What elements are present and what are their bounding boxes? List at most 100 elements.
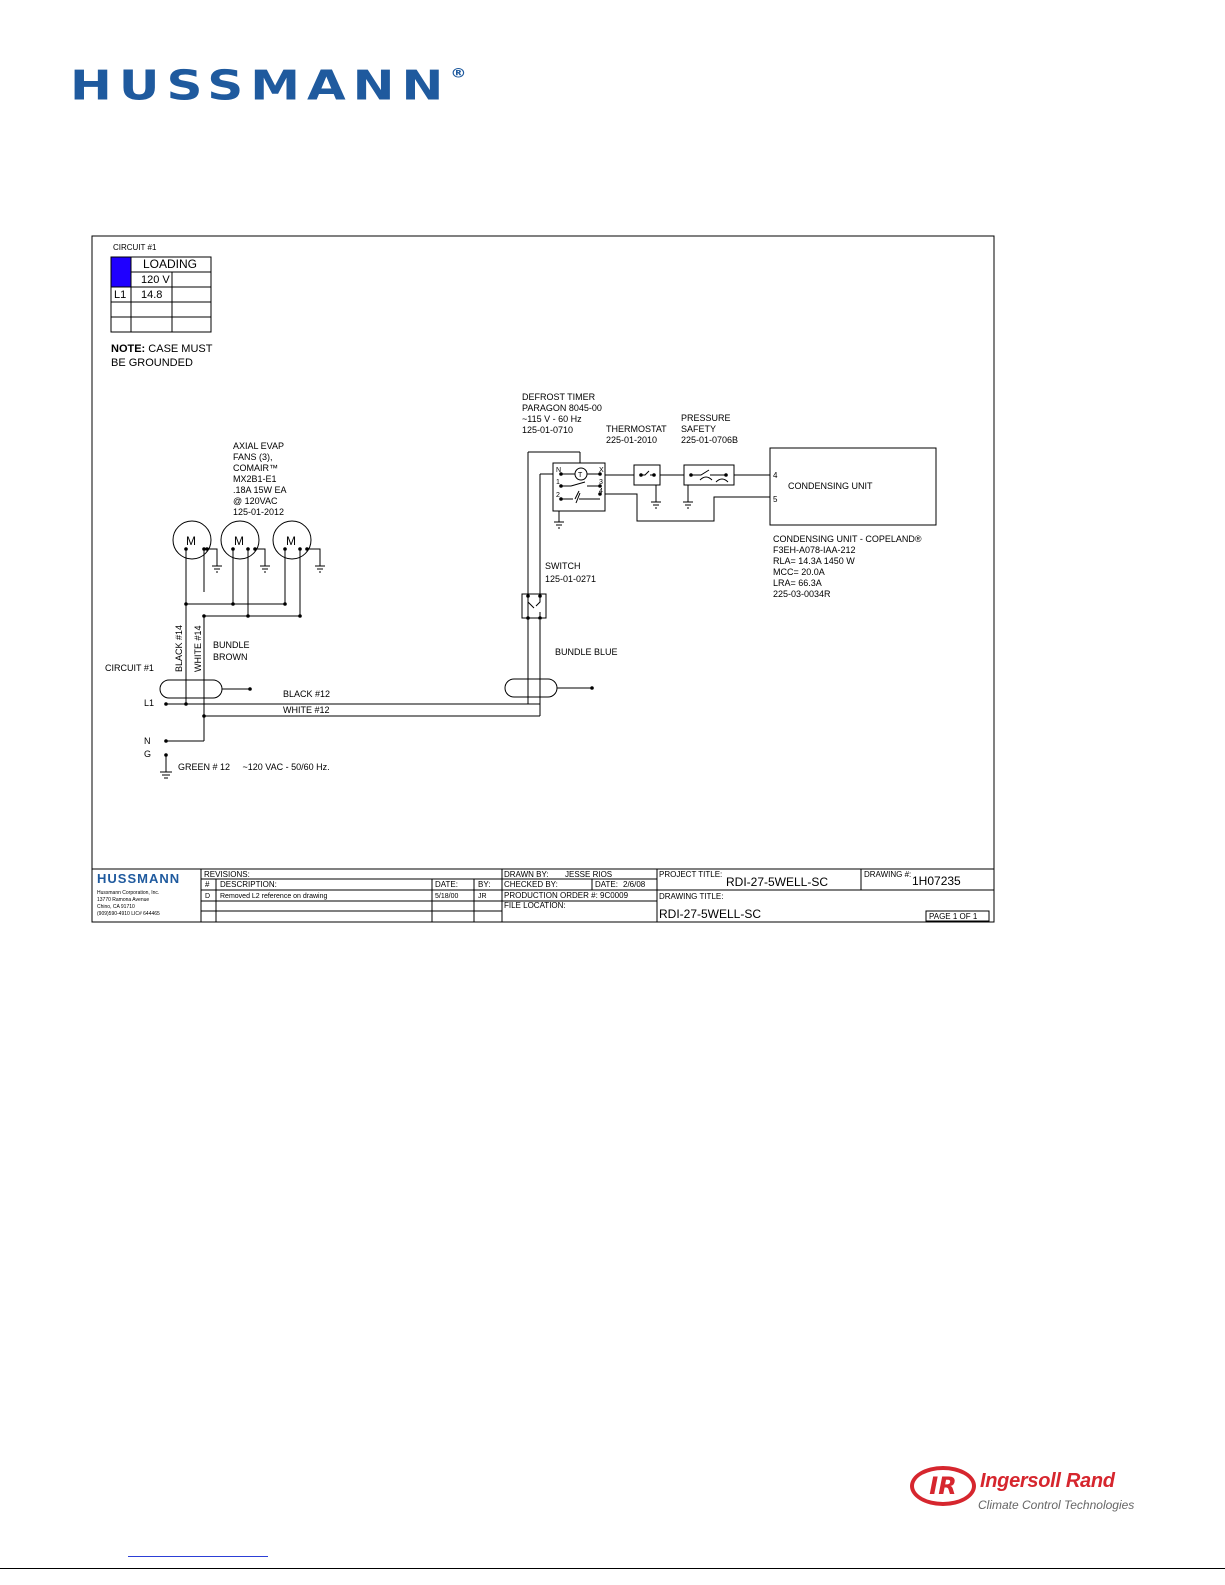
timer-label-2: PARAGON 8045-00 [522, 403, 602, 413]
fan-motor-1 [172, 520, 212, 560]
tb-drawing-no-label: DRAWING #: [864, 870, 911, 879]
thermostat-label-2: 225-01-2010 [606, 435, 657, 445]
wire-black14: BLACK #14 [174, 625, 184, 672]
condensing-spec-5: LRA= 66.3A [773, 578, 822, 588]
loading-row-value: 14.8 [141, 289, 162, 301]
tb-address-3: Chino, CA 91710 [97, 904, 135, 910]
condensing-terminal-5: 5 [773, 495, 778, 504]
hussmann-logo: HUSSMANN® [70, 62, 466, 110]
timer-terminal-x: X [599, 467, 604, 474]
tb-drawing-title: RDI-27-5WELL-SC [659, 907, 761, 921]
tb-project-title-label: PROJECT TITLE: [659, 870, 722, 879]
timer-label-4: 125-01-0710 [522, 425, 573, 435]
condensing-spec-3: RLA= 14.3A 1450 W [773, 556, 855, 566]
note-text: CASE MUST [145, 343, 213, 355]
fan-motor-3 [272, 520, 312, 560]
fans-label-3: COMAIR™ [233, 463, 278, 473]
ingersoll-rand-logo: IR Ingersoll Rand Climate Control Techno… [910, 1460, 1150, 1530]
fan-motor-2-symbol: M [234, 534, 244, 548]
wire-white14: WHITE #14 [193, 625, 203, 672]
wire-green: GREEN # 12 ~120 VAC - 50/60 Hz. [178, 762, 330, 772]
circuit-caption: CIRCUIT #1 [113, 243, 157, 252]
bundle-blue: BUNDLE BLUE [555, 647, 618, 657]
tb-address-2: 13770 Ramona Avenue [97, 897, 149, 903]
registered-mark: ® [450, 65, 467, 81]
note-prefix: NOTE: [111, 343, 145, 355]
ir-company-name: Ingersoll Rand [980, 1470, 1115, 1492]
tb-date-value: 2/6/08 [623, 880, 646, 889]
loading-header: LOADING [143, 257, 197, 271]
note-line-1: NOTE: CASE MUST [111, 343, 213, 355]
tb-col-date: DATE: [435, 880, 458, 889]
g-label: G [144, 749, 151, 759]
hussmann-logo-text: HUSSMANN [70, 62, 451, 110]
timer-label-1: DEFROST TIMER [522, 392, 596, 402]
condensing-unit-label: CONDENSING UNIT [788, 481, 873, 491]
wire-white12: WHITE #12 [283, 705, 330, 715]
note-line-2: BE GROUNDED [111, 357, 193, 369]
loading-voltage: 120 V [141, 274, 170, 286]
condensing-spec-1: CONDENSING UNIT - COPELAND® [773, 534, 922, 544]
timer-terminal-4: 4 [599, 488, 603, 495]
tb-project-title: RDI-27-5WELL-SC [726, 875, 828, 889]
defrost-timer-box [552, 462, 606, 512]
pressure-label-3: 225-01-0706B [681, 435, 738, 445]
tb-rev-num: D [205, 893, 210, 900]
pressure-label-2: SAFETY [681, 424, 716, 434]
tb-revisions: REVISIONS: [204, 870, 250, 879]
condensing-spec-4: MCC= 20.0A [773, 567, 825, 577]
fans-label-6: @ 120VAC [233, 496, 278, 506]
tb-checked-by: CHECKED BY: [504, 880, 558, 889]
bundle-brown-1: BUNDLE [213, 640, 250, 650]
timer-terminal-3: 3 [599, 479, 603, 486]
loading-row-label: L1 [114, 289, 126, 301]
drawing-frame [91, 235, 995, 923]
tb-rev-date: 5/18/00 [435, 893, 458, 900]
pressure-label-1: PRESSURE [681, 413, 731, 423]
tb-drawn-by-label: DRAWN BY: [504, 870, 549, 879]
tb-address-4: (909)590-4910 LIC# 644465 [97, 911, 160, 917]
tb-rev-by: JR [478, 893, 487, 900]
footer-divider [0, 1568, 1225, 1569]
timer-label-3: ~115 V - 60 Hz [522, 414, 582, 424]
tb-production-order: PRODUCTION ORDER #: 9C0009 [504, 891, 629, 900]
fans-label-4: MX2B1-E1 [233, 474, 277, 484]
condensing-spec-2: F3EH-A078-IAA-212 [773, 545, 856, 555]
timer-terminal-1: 1 [556, 479, 560, 486]
tb-drawing-title-label: DRAWING TITLE: [659, 892, 723, 901]
tb-rev-desc: Removed L2 reference on drawing [220, 893, 328, 900]
condensing-unit-box [769, 447, 937, 526]
fan-motor-2 [220, 520, 260, 560]
condensing-terminal-4: 4 [773, 471, 778, 480]
tb-address-1: Hussmann Corporation, Inc. [97, 890, 159, 896]
ir-tagline: Climate Control Technologies [978, 1498, 1135, 1512]
circuit-label: CIRCUIT #1 [105, 663, 154, 673]
tb-drawing-no: 1H07235 [912, 874, 961, 888]
tb-logo: HUSSMANN [97, 871, 180, 886]
fan-motor-3-symbol: M [286, 534, 296, 548]
wire-black12: BLACK #12 [283, 689, 330, 699]
tb-col-by: BY: [478, 880, 490, 889]
thermostat-label-1: THERMOSTAT [606, 424, 667, 434]
switch-label-1: SWITCH [545, 561, 581, 571]
tb-page: PAGE 1 OF 1 [929, 912, 978, 921]
timer-terminal-2: 2 [556, 492, 560, 499]
footer-link-underline[interactable] [128, 1556, 268, 1557]
n-label: N [144, 736, 151, 746]
tb-drawn-by: JESSE RIOS [565, 870, 612, 879]
fans-label-5: .18A 15W EA [233, 485, 287, 495]
timer-symbol: T [578, 472, 583, 479]
tb-col-desc: DESCRIPTION: [220, 880, 277, 889]
tb-file-location: FILE LOCATION: [504, 901, 566, 910]
fans-label-7: 125-01-2012 [233, 507, 284, 517]
ir-badge-icon: IR [910, 1466, 976, 1506]
tb-col-num: # [205, 880, 210, 889]
l1-label: L1 [144, 698, 154, 708]
thermostat-box [633, 464, 661, 486]
fans-label-1: AXIAL EVAP [233, 441, 284, 451]
loading-header-fill [111, 257, 131, 287]
condensing-spec-6: 225-03-0034R [773, 589, 831, 599]
switch-box [521, 593, 547, 619]
fan-motor-1-symbol: M [186, 534, 196, 548]
